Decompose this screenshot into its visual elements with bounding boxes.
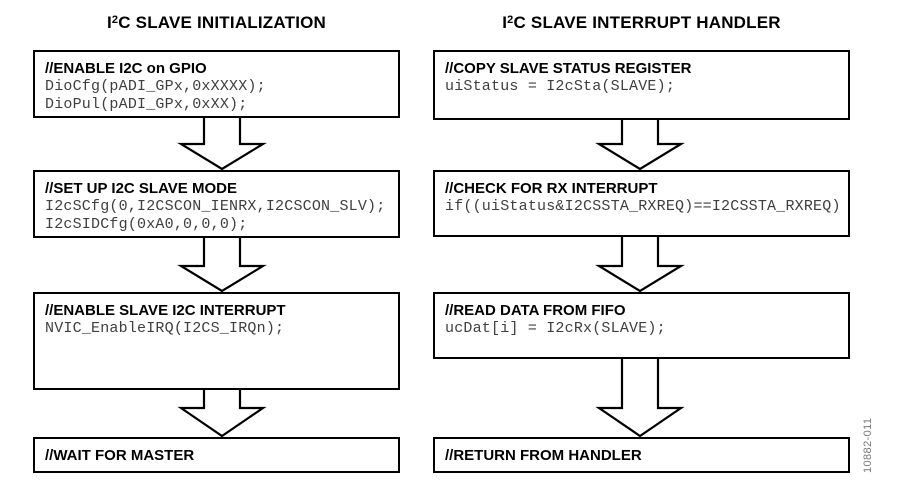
box-header: //ENABLE SLAVE I2C INTERRUPT — [45, 302, 286, 319]
flow-box-return-from-handler: //RETURN FROM HANDLER — [433, 437, 850, 473]
code-line: uiStatus = I2cSta(SLAVE); — [445, 78, 676, 95]
title-text: I — [502, 13, 508, 32]
left-column-title: I2C SLAVE INITIALIZATION — [33, 13, 400, 33]
flow-box-wait-for-master: //WAIT FOR MASTER — [33, 437, 400, 473]
down-arrow-icon — [595, 237, 685, 292]
down-arrow-icon — [595, 359, 685, 437]
box-header: //WAIT FOR MASTER — [45, 447, 195, 464]
title-text: C SLAVE INTERRUPT HANDLER — [513, 13, 781, 32]
flow-box-read-data-from-fifo: //READ DATA FROM FIFO ucDat[i] = I2cRx(S… — [433, 292, 850, 359]
figure-number: 10882-011 — [862, 417, 874, 473]
code-line: ucDat[i] = I2cRx(SLAVE); — [445, 320, 666, 337]
superscript-2: 2 — [507, 14, 514, 26]
title-text: I — [106, 13, 112, 32]
down-arrow-icon — [177, 118, 267, 170]
down-arrow-icon — [177, 390, 267, 437]
box-header: //SET UP I2C SLAVE MODE — [45, 180, 237, 197]
flow-box-enable-i2c-on-gpio: //ENABLE I2C on GPIO DioCfg(pADI_GPx,0xX… — [33, 50, 400, 118]
box-header: //RETURN FROM HANDLER — [445, 447, 642, 464]
down-arrow-icon — [177, 238, 267, 292]
right-column-title: I2C SLAVE INTERRUPT HANDLER — [433, 13, 850, 33]
flow-box-enable-slave-i2c-interrupt: //ENABLE SLAVE I2C INTERRUPT NVIC_Enable… — [33, 292, 400, 390]
flow-box-copy-slave-status-register: //COPY SLAVE STATUS REGISTER uiStatus = … — [433, 50, 850, 120]
code-line: NVIC_EnableIRQ(I2CS_IRQn); — [45, 320, 285, 337]
superscript-2: 2 — [111, 14, 119, 26]
box-header: //READ DATA FROM FIFO — [445, 302, 626, 319]
down-arrow-icon — [595, 120, 685, 170]
flow-box-set-up-i2c-slave-mode: //SET UP I2C SLAVE MODE I2cSCfg(0,I2CSCO… — [33, 170, 400, 238]
box-header: //CHECK FOR RX INTERRUPT — [445, 180, 658, 197]
code-line: DioPul(pADI_GPx,0xXX); — [45, 96, 248, 113]
code-line: I2cSIDCfg(0xA0,0,0,0); — [45, 216, 248, 233]
code-line: DioCfg(pADI_GPx,0xXXXX); — [45, 78, 266, 95]
flow-box-check-for-rx-interrupt: //CHECK FOR RX INTERRUPT if((uiStatus&I2… — [433, 170, 850, 237]
code-line: I2cSCfg(0,I2CSCON_IENRX,I2CSCON_SLV); — [45, 198, 386, 215]
box-header: //ENABLE I2C on GPIO — [45, 60, 207, 77]
code-line: if((uiStatus&I2CSSTA_RXREQ)==I2CSSTA_RXR… — [445, 198, 841, 215]
title-text: C SLAVE INITIALIZATION — [118, 13, 327, 32]
box-header: //COPY SLAVE STATUS REGISTER — [445, 60, 692, 77]
